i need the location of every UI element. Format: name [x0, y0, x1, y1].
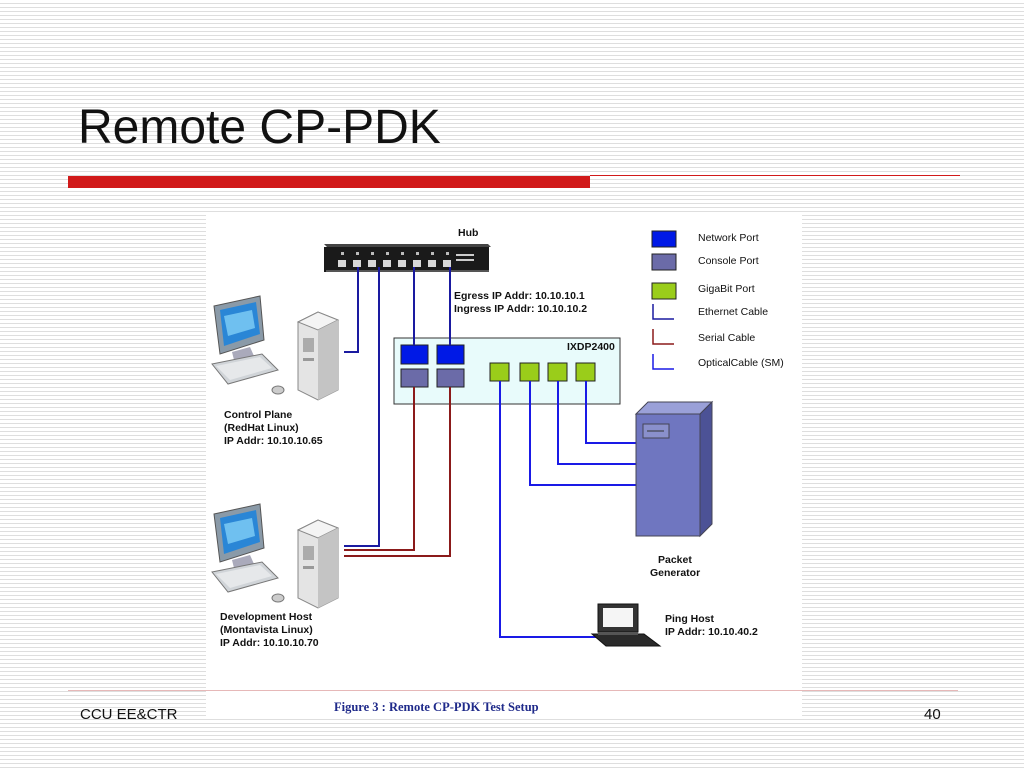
ping-host-ip: IP Addr: 10.10.40.2	[665, 626, 758, 638]
development-host-ip: IP Addr: 10.10.10.70	[220, 637, 319, 649]
egress-ip-label: Egress IP Addr: 10.10.10.1	[454, 290, 585, 302]
legend-ethernet-cable-swatch	[652, 304, 674, 320]
packet-generator-line1: Packet	[658, 554, 692, 566]
ping-host-name: Ping Host	[665, 613, 714, 625]
network-diagram-figure: Hub Egress IP Addr: 10.10.10.1 Ingress I…	[206, 214, 802, 716]
ethernet-cables	[344, 267, 451, 547]
gigabit-port-3	[547, 362, 568, 382]
gigabit-port-4	[575, 362, 596, 382]
legend-console-port-swatch	[651, 253, 677, 271]
title-accent-bar	[68, 176, 590, 188]
legend-console-port-label: Console Port	[698, 255, 759, 267]
optical-cables	[499, 381, 636, 638]
network-port-1	[400, 344, 429, 365]
footer-divider	[68, 690, 958, 691]
packet-generator-line2: Generator	[650, 567, 701, 579]
legend-serial-cable-swatch	[652, 329, 674, 345]
control-plane-ip: IP Addr: 10.10.10.65	[224, 435, 323, 447]
legend-gigabit-port-swatch	[651, 282, 677, 300]
development-host-os: (Montavista Linux)	[220, 624, 313, 636]
development-host-computer-icon	[211, 503, 340, 609]
serial-cables	[344, 387, 451, 557]
figure-caption: Figure 3 : Remote CP-PDK Test Setup	[334, 700, 539, 714]
console-port-1	[400, 368, 429, 388]
ingress-ip-label: Ingress IP Addr: 10.10.10.2	[454, 303, 588, 315]
ixdp2400-label: IXDP2400	[567, 341, 615, 353]
control-plane-name: Control Plane	[224, 409, 293, 421]
development-host-name: Development Host	[220, 611, 313, 623]
footer-organization: CCU EE&CTR	[80, 706, 178, 723]
legend-network-port-swatch	[651, 230, 677, 248]
console-port-2	[436, 368, 465, 388]
gigabit-port-1	[489, 362, 510, 382]
legend-serial-cable-label: Serial Cable	[698, 332, 756, 344]
legend-optical-cable-label: OpticalCable (SM)	[698, 357, 784, 369]
network-diagram	[211, 230, 714, 647]
ping-host-laptop-icon	[590, 603, 662, 647]
title-accent-line	[590, 175, 960, 176]
slide-number: 40	[924, 706, 941, 723]
slide-title: Remote CP-PDK	[78, 101, 441, 154]
gigabit-port-2	[519, 362, 540, 382]
hub-icon	[324, 244, 491, 272]
legend	[651, 230, 677, 370]
control-plane-os: (RedHat Linux)	[224, 422, 299, 434]
network-port-2	[436, 344, 465, 365]
control-plane-computer-icon	[211, 295, 340, 401]
legend-gigabit-port-label: GigaBit Port	[698, 283, 755, 295]
packet-generator-server-icon	[634, 400, 714, 538]
hub-label: Hub	[458, 227, 479, 239]
legend-optical-cable-swatch	[652, 354, 674, 370]
legend-network-port-label: Network Port	[698, 232, 759, 244]
legend-ethernet-cable-label: Ethernet Cable	[698, 306, 769, 318]
